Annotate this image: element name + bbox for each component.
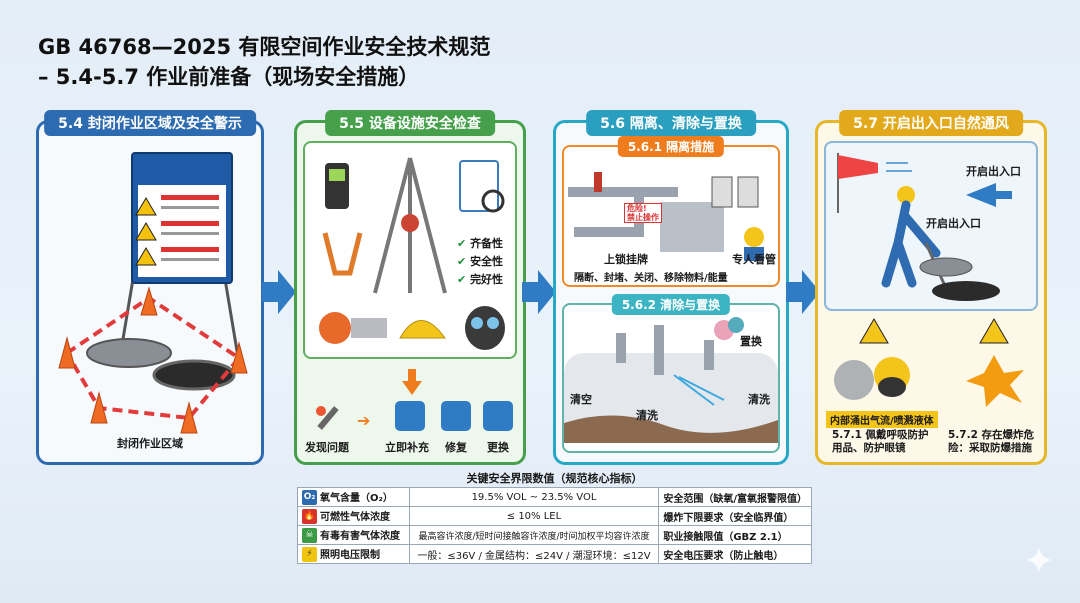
note-respirator: 5.7.1 佩戴呼吸防护 用品、防护眼镜	[832, 429, 929, 454]
panel-isolation-cleaning: 5.6 隔离、清除与置换 5.6.1 隔离措施 危险! 禁止操作 上锁挂牌 专人…	[553, 110, 789, 465]
panel-enclose-area: 5.4 封闭作业区域及安全警示 封闭作业区域	[36, 110, 264, 465]
note-explosion: 5.7.2 存在爆炸危 险：采取防爆措施	[948, 429, 1035, 454]
row-name: 有毒有害气体浓度	[320, 530, 400, 542]
lightning-icon: ⚡	[302, 547, 317, 563]
hazard-illustration	[834, 318, 1024, 407]
cleaning-illustration	[564, 317, 778, 443]
isolation-box: 5.6.1 隔离措施 危险! 禁止操作 上锁挂牌 专人看管 隔断、封堵、关闭、移…	[562, 136, 780, 287]
table-caption: 关键安全界限数值（规范核心指标）	[466, 472, 643, 485]
ventilation-box: 开启出入口 开启出入口	[824, 141, 1038, 311]
warning-triangle-icon	[135, 197, 157, 216]
helmet-icon	[399, 320, 446, 339]
open-entry-label-2: 开启出入口	[926, 217, 981, 230]
step-arrow-icon: ➔	[357, 411, 371, 430]
panel-equipment-check: 5.5 设备设施安全检查 ✔ 齐备性 ✔ 安全性	[294, 110, 526, 465]
row-value: 最高容许浓度/短时间接触容许浓度/时间加权平均容许浓度	[408, 525, 660, 545]
tools-icon	[441, 401, 471, 431]
open-entry-label-1: 开启出入口	[966, 165, 1021, 178]
panel-3-header: 5.6 隔离、清除与置换	[586, 110, 756, 136]
gas-mask-icon	[465, 306, 505, 350]
step-row: 发现问题 ➔ 立即补充 修复 更换	[305, 401, 519, 461]
replace-icon	[483, 401, 513, 431]
open-arrow-icon	[966, 183, 1012, 207]
panel-2-header: 5.5 设备设施安全检查	[325, 110, 495, 136]
step-repair: 修复	[445, 441, 467, 454]
row-note: 安全范围（缺氧/富氧报警限值）	[658, 487, 812, 507]
manhole-opening-2	[932, 281, 1000, 301]
page-title: GB 46768—2025 有限空间作业安全技术规范 – 5.4-5.7 作业前…	[38, 32, 490, 92]
switch-box	[711, 176, 733, 208]
check-completeness: ✔ 齐备性	[457, 237, 504, 250]
tripod-icon	[373, 157, 412, 294]
sparkle-icon	[1026, 547, 1052, 573]
windsock-icon	[838, 155, 878, 179]
blower-icon	[319, 312, 351, 344]
respirator-icon	[878, 377, 906, 397]
worker-icon	[897, 186, 915, 204]
equipment-box: ✔ 齐备性 ✔ 安全性 ✔ 完好性	[303, 141, 517, 359]
title-line-1: GB 46768—2025 有限空间作业安全技术规范	[38, 35, 491, 59]
step-find-problem: 发现问题	[305, 441, 349, 454]
row-note: 职业接触限值（GBZ 2.1）	[658, 525, 812, 545]
check-safety: ✔ 安全性	[457, 255, 504, 268]
ventilation-illustration	[837, 153, 1012, 301]
explosion-icon	[966, 355, 1024, 407]
manhole-cover	[86, 338, 172, 368]
guard-label: 专人看管	[732, 253, 776, 266]
flame-icon: 🔥	[302, 509, 317, 525]
table-row: ☠有毒有害气体浓度 最高容许浓度/短时间接触容许浓度/时间加权平均容许浓度 职业…	[297, 525, 812, 545]
guard-worker-icon	[744, 227, 764, 247]
isolation-header: 5.6.1 隔离措施	[617, 136, 725, 157]
enclose-area-caption: 封闭作业区域	[117, 437, 183, 450]
skull-icon: ☠	[302, 528, 317, 544]
step-replenish: 立即补充	[385, 441, 429, 454]
isolation-caption: 隔断、封堵、关闭、移除物料/能量	[574, 273, 728, 284]
cleaning-box: 5.6.2 清除与置换 置换 清空 清洗 清洗	[562, 294, 780, 453]
cleaning-header: 5.6.2 清除与置换	[611, 294, 731, 315]
row-note: 爆炸下限要求（安全临界值）	[658, 506, 812, 526]
enclose-area-illustration	[58, 152, 248, 434]
flow-arrow-3	[786, 270, 820, 314]
warning-triangle-icon-2	[859, 318, 889, 344]
table-row: 🔥可燃性气体浓度 ≤ 10% LEL 爆炸下限要求（安全临界值）	[297, 506, 812, 526]
harness-icon	[322, 232, 363, 276]
explosion-warning-icon	[979, 318, 1009, 344]
row-value: 一般：≤36V / 金属结构：≤24V / 潮湿环境：≤12V	[408, 544, 660, 564]
step-replace: 更换	[487, 441, 509, 454]
row-name: 可燃性气体浓度	[320, 511, 390, 523]
flow-arrow-1	[262, 270, 296, 314]
valve-icon	[594, 172, 602, 192]
clipboard-icon	[459, 160, 499, 212]
panel-4-header: 5.7 开启出入口自然通风	[839, 110, 1023, 136]
row-name: 照明电压限制	[320, 549, 380, 561]
table-row: ⚡照明电压限制 一般：≤36V / 金属结构：≤24V / 潮湿环境：≤12V …	[297, 544, 812, 564]
wash-label-1: 清洗	[636, 409, 658, 422]
empty-label: 清空	[570, 393, 592, 406]
isolation-illustration	[568, 172, 764, 261]
tank-icon	[660, 202, 724, 252]
row-value: 19.5% VOL ~ 23.5% VOL	[408, 487, 660, 507]
panel-ventilation: 5.7 开启出入口自然通风 开启出入口 开启出入口 内部涌出气流/喷溅液体 5.…	[815, 110, 1047, 465]
row-value: ≤ 10% LEL	[408, 506, 660, 526]
panel-1-header: 5.4 封闭作业区域及安全警示	[44, 110, 256, 136]
manhole-opening	[152, 359, 236, 391]
o2-icon: O₂	[302, 490, 317, 506]
replace-label: 置换	[740, 335, 762, 348]
down-arrow-icon	[402, 369, 422, 395]
danger-tag: 危险! 禁止操作	[624, 203, 662, 223]
battery-icon	[395, 401, 425, 431]
flow-arrow-2	[522, 270, 556, 314]
check-integrity: ✔ 完好性	[457, 273, 504, 286]
row-name: 氧气含量（O₂）	[320, 492, 393, 504]
magnifier-icon	[481, 189, 505, 213]
title-line-2: – 5.4-5.7 作业前准备（现场安全措施）	[38, 65, 420, 89]
wash-label-2: 清洗	[748, 393, 770, 406]
lockout-label: 上锁挂牌	[604, 253, 648, 266]
row-note: 安全电压要求（防止触电）	[658, 544, 812, 564]
hazard-tag: 内部涌出气流/喷溅液体	[826, 411, 938, 428]
wrench-icon	[313, 403, 343, 433]
